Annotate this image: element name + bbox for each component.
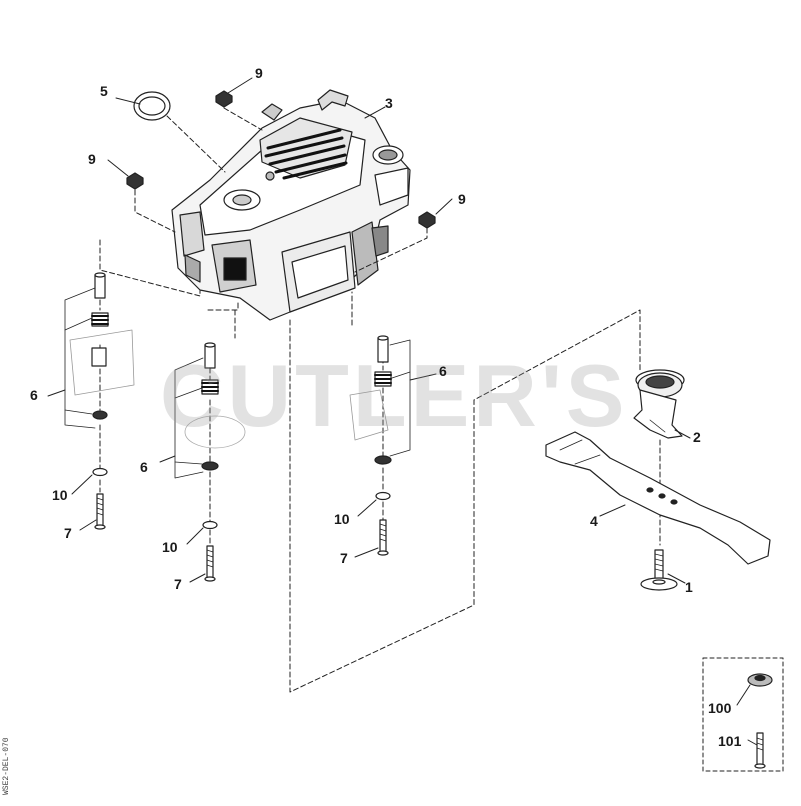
callout-1: 1 xyxy=(685,579,693,595)
callout-7-right: 7 xyxy=(340,550,348,566)
callout-4: 4 xyxy=(590,513,598,529)
callout-6-right: 6 xyxy=(439,363,447,379)
callout-6-left: 6 xyxy=(30,387,38,403)
mower-blade-part xyxy=(545,431,771,565)
engine-part xyxy=(171,89,411,321)
gasket-ring-part xyxy=(133,91,171,121)
drawing-code: WSE2-DEL-070 xyxy=(2,737,11,795)
callout-101: 101 xyxy=(718,733,742,749)
nut-part-a xyxy=(215,90,233,108)
blade-adapter-part xyxy=(633,369,685,439)
callout-10-right: 10 xyxy=(334,511,350,527)
nut-part-c xyxy=(418,211,436,229)
alternate-parts-inset xyxy=(702,657,784,772)
callout-7-left: 7 xyxy=(64,525,72,541)
callout-3: 3 xyxy=(385,95,393,111)
nut-part-b xyxy=(126,172,144,190)
watermark-text: CUTLER'S xyxy=(160,346,629,445)
callout-2: 2 xyxy=(693,429,701,445)
mount-group-middle xyxy=(174,342,246,582)
callout-10-left: 10 xyxy=(52,487,68,503)
callout-100: 100 xyxy=(708,700,732,716)
mount-group-left xyxy=(64,272,135,530)
mount-group-right xyxy=(349,335,411,556)
callout-10-middle: 10 xyxy=(162,539,178,555)
callout-7-middle: 7 xyxy=(174,576,182,592)
callout-9-top: 9 xyxy=(255,65,263,81)
blade-bolt-part xyxy=(640,549,678,591)
callout-9-right: 9 xyxy=(458,191,466,207)
callout-6-middle: 6 xyxy=(140,459,148,475)
leader-lines xyxy=(47,77,758,746)
callout-5: 5 xyxy=(100,83,108,99)
callout-9-left: 9 xyxy=(88,151,96,167)
